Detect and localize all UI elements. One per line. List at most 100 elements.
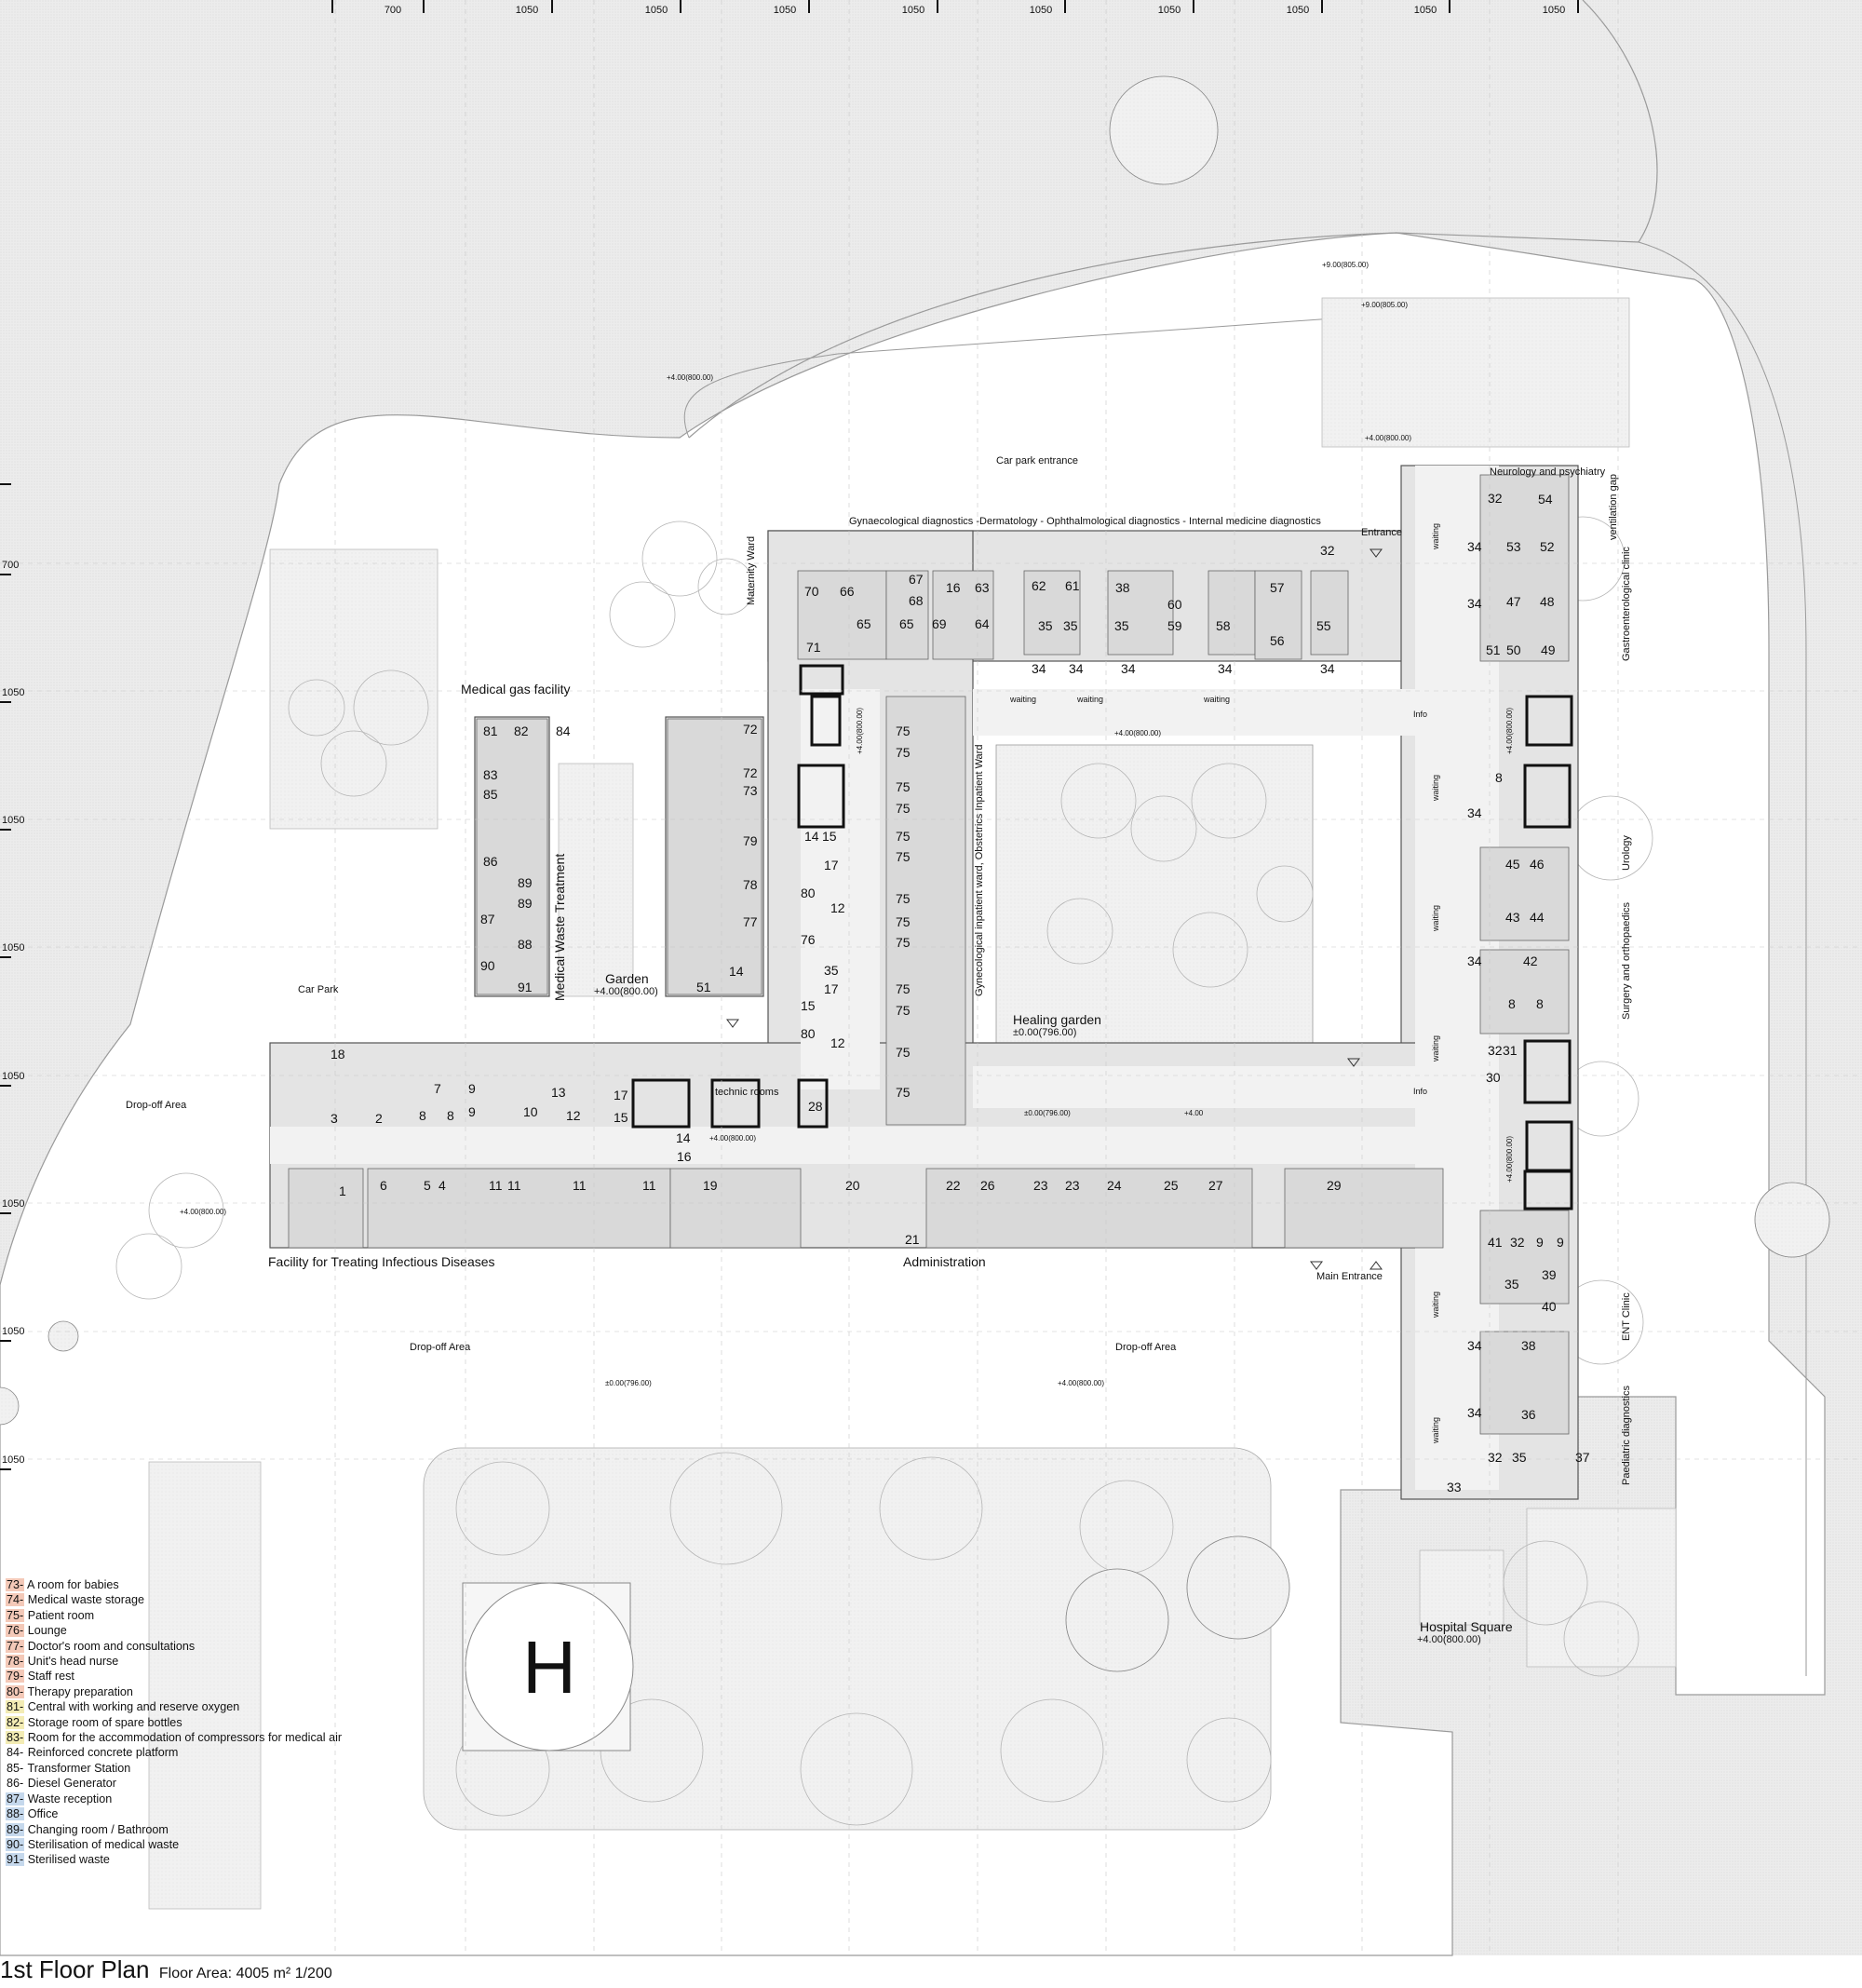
legend-number: 73-	[6, 1578, 25, 1591]
room-number: 75	[896, 935, 911, 950]
label-top-departments: Gynaecological diagnostics -Dermatology …	[849, 516, 1321, 527]
legend-number: 87-	[6, 1792, 25, 1805]
legend-text: Medical waste storage	[24, 1593, 145, 1607]
plan-title-sub: Floor Area: 4005 m² 1/200	[158, 1966, 332, 1981]
room-number: 14	[676, 1130, 691, 1145]
room-number: 63	[975, 580, 990, 595]
legend-text: Office	[24, 1807, 59, 1821]
legend-item: 83- Room for the accommodation of compre…	[6, 1730, 342, 1745]
legend-text: Lounge	[24, 1624, 67, 1638]
dim-top: 1050	[1030, 5, 1052, 16]
room-number: 2	[375, 1111, 383, 1126]
room-number: 14	[729, 964, 744, 979]
room-number: 67	[909, 572, 924, 587]
room-number: 42	[1523, 953, 1538, 968]
label-main-entrance: Main Entrance	[1316, 1271, 1383, 1282]
room-number: 16	[946, 580, 961, 595]
room-number: 73	[743, 783, 758, 798]
label-waiting: waiting	[1431, 1417, 1440, 1444]
entrance-markers	[726, 548, 1383, 1270]
room-number: 9	[468, 1081, 476, 1096]
room-number: 15	[822, 829, 837, 844]
legend-text: Waste reception	[24, 1792, 113, 1805]
legend-item: 73- A room for babies	[6, 1577, 341, 1592]
room-number: 17	[614, 1088, 628, 1102]
dim-left: 1050	[2, 942, 24, 953]
plan-title: 1st Floor Plan Floor Area: 4005 m² 1/200	[0, 1955, 332, 1984]
dim-left: 1050	[2, 687, 24, 698]
label-info: Info	[1413, 1087, 1427, 1096]
hatched-trees	[0, 75, 1830, 1672]
legend-text: Transformer Station	[24, 1761, 131, 1775]
legend-text: Unit's head nurse	[24, 1655, 119, 1669]
room-number: 75	[896, 981, 911, 996]
room-number: 82	[514, 724, 529, 738]
room-number: 75	[896, 1045, 911, 1060]
room-number: 10	[523, 1104, 538, 1119]
room-number: 35	[1504, 1277, 1519, 1292]
room-number: 49	[1541, 642, 1556, 657]
room-number: 24	[1107, 1178, 1122, 1193]
room-number: 50	[1506, 642, 1521, 657]
room-number: 38	[1115, 580, 1130, 595]
room-number: 32	[1488, 1450, 1503, 1465]
room-number: 8	[1536, 996, 1544, 1011]
right-road-edge	[1638, 241, 1807, 1676]
lawn-south-left	[148, 1461, 262, 1910]
room-number: 88	[518, 937, 533, 952]
room-number: 53	[1506, 539, 1521, 554]
room-number: 34	[1121, 661, 1136, 676]
legend-number: 79-	[6, 1670, 25, 1684]
room-number: 9	[1557, 1235, 1564, 1250]
level-label: +4.00(800.00)	[180, 1208, 226, 1216]
top-dimensions: 700 1050 1050 1050 1050 1050 1050 1050 1…	[385, 5, 1565, 16]
dim-top: 1050	[516, 5, 538, 16]
label-gastro: Gastroenterological clinic	[1621, 547, 1632, 661]
room-number: 34	[1467, 805, 1482, 820]
dim-top: 1050	[1543, 5, 1565, 16]
room-number: 38	[1521, 1338, 1536, 1353]
room-number: 34	[1069, 661, 1084, 676]
room-number: 8	[447, 1108, 454, 1123]
room-number: 12	[566, 1108, 581, 1123]
legend-item: 76- Lounge	[6, 1623, 341, 1638]
room-number: 34	[1467, 1405, 1482, 1420]
room-number: 33	[1447, 1480, 1462, 1494]
left-dimensions: 700 1050 1050 1050 1050 1050 1050 1050	[2, 560, 24, 1466]
legend-number: 83-	[6, 1731, 25, 1745]
label-drop-off-south1: Drop-off Area	[410, 1342, 471, 1353]
dim-top: 1050	[1287, 5, 1309, 16]
label-inpatient: Gynecological inpatient ward, Obstetrics…	[974, 745, 985, 996]
room-number: 5	[424, 1178, 431, 1193]
room-number: 7	[434, 1081, 441, 1096]
label-infectious: Facility for Treating Infectious Disease…	[268, 1254, 495, 1269]
room-number: 8	[1508, 996, 1516, 1011]
room-number: 58	[1216, 618, 1231, 633]
lawn-garden	[558, 763, 634, 997]
legend-item: 91- Sterilised waste	[6, 1852, 341, 1867]
legend-number: 78-	[6, 1655, 25, 1669]
legend-text: Therapy preparation	[24, 1684, 133, 1698]
room-number: 26	[980, 1178, 995, 1193]
room-number: 11	[642, 1178, 656, 1193]
room-number: 45	[1505, 857, 1520, 872]
dim-left: 1050	[2, 1198, 24, 1210]
room-number: 8	[419, 1108, 426, 1123]
room-number: 83	[483, 767, 498, 782]
room-number: 75	[896, 724, 911, 738]
room-cells	[288, 474, 1570, 1435]
dim-left: 1050	[2, 1071, 24, 1082]
room-number: 35	[1114, 618, 1129, 633]
label-waiting: waiting	[1431, 1035, 1440, 1062]
label-waiting: waiting	[1009, 695, 1036, 704]
level-label: +4.00(800.00)	[667, 373, 713, 382]
legend-item: 75- Patient room	[6, 1608, 341, 1623]
room-number: 35	[1038, 618, 1053, 633]
label-surgery: Surgery and orthopaedics	[1621, 902, 1632, 1020]
room-number: 32	[1320, 543, 1335, 558]
room-number: 75	[896, 891, 911, 906]
room-number: 65	[899, 616, 914, 631]
legend-number: 75-	[6, 1608, 25, 1622]
legend-text: Central with working and reserve oxygen	[24, 1700, 240, 1714]
